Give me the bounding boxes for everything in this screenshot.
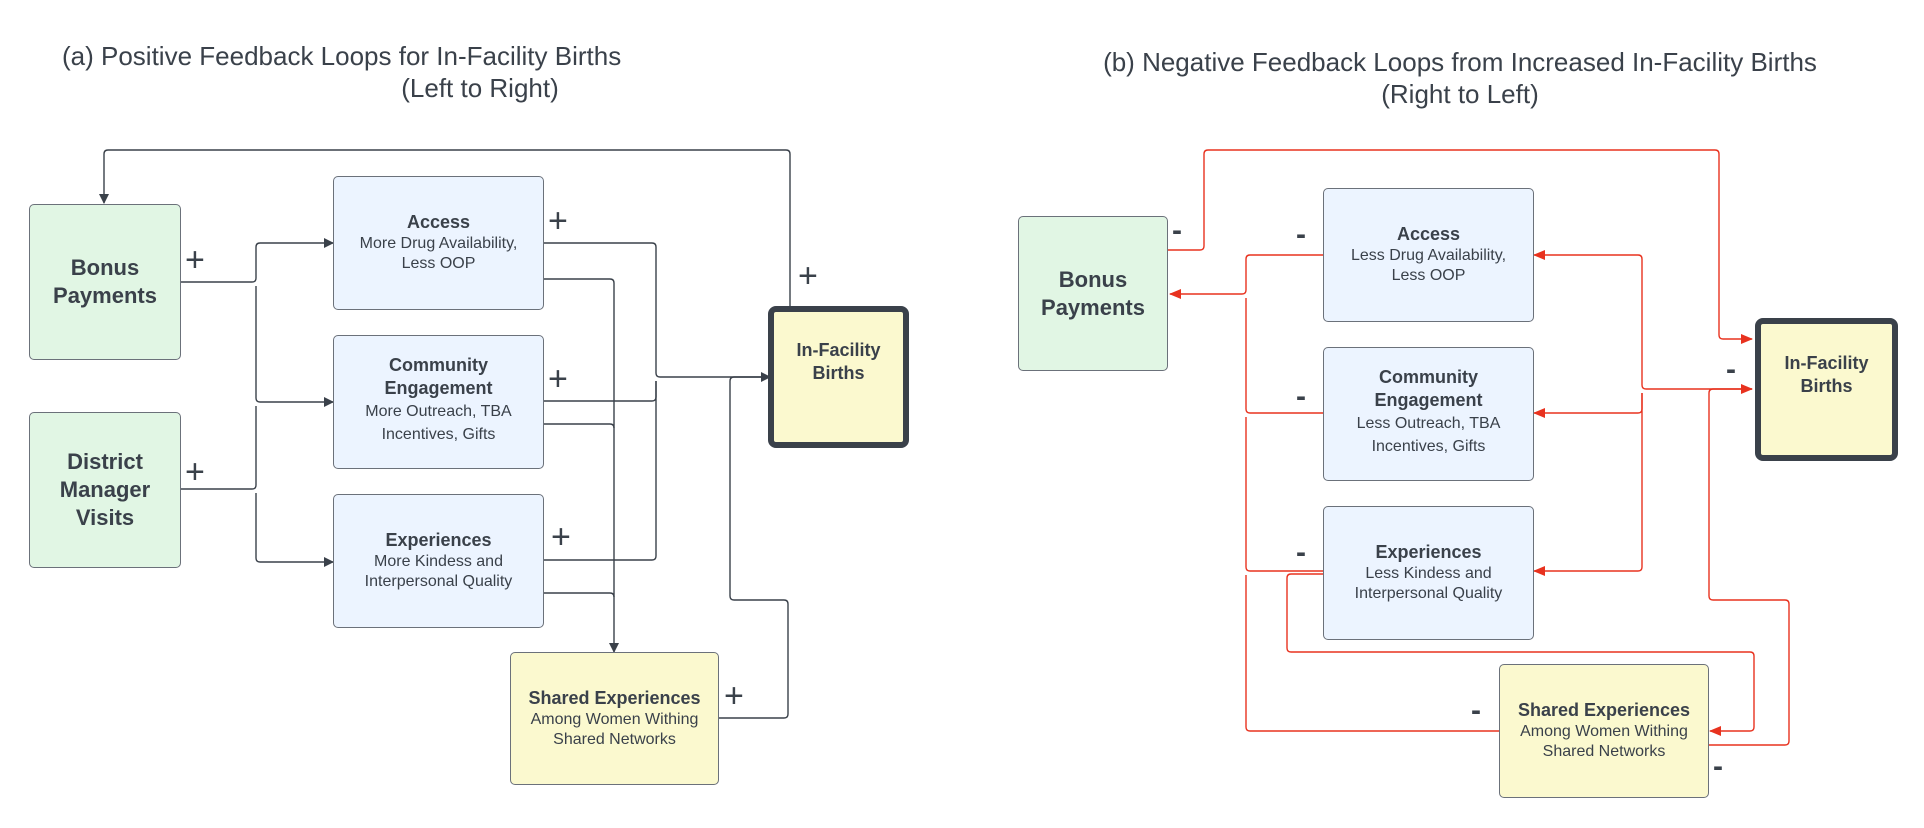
panel-b-title-line2: (Right to Left) [1381, 79, 1539, 109]
node-label: Visits [75, 505, 135, 530]
node-subtitle: More Kindess and [374, 553, 503, 570]
sign-plus: + [551, 518, 571, 556]
sign-minus: - [1471, 694, 1481, 727]
edge-bonus-to-mid [181, 238, 334, 283]
node-label: District [67, 449, 143, 474]
node-district-manager-visits: District Manager Visits [29, 412, 181, 568]
edge-experiences-to-shared [1286, 573, 1755, 736]
node-subtitle: Shared Networks [553, 731, 676, 748]
node-in-facility-births-b: In-Facility Births [1755, 318, 1898, 461]
node-in-facility-births-a: In-Facility Births [768, 306, 909, 448]
edge-experiences-to-shared [544, 592, 615, 598]
sign-minus: - [1172, 214, 1182, 247]
node-subtitle: More Outreach, TBA [365, 403, 512, 420]
sign-plus: + [724, 677, 744, 715]
edge-access-to-shared [544, 278, 619, 653]
edge-access-to-bonus [1169, 254, 1323, 299]
sign-minus: - [1296, 536, 1306, 569]
node-title: Engagement [1374, 390, 1483, 410]
node-title: Access [1396, 224, 1461, 244]
edge-bonus-to-community [255, 286, 334, 407]
sign-plus: + [798, 257, 818, 295]
node-title: Shared Experiences [528, 688, 701, 708]
node-title: Experiences [385, 530, 492, 550]
node-subtitle: Incentives, Gifts [381, 426, 496, 443]
panel-a-title: (a) Positive Feedback Loops for In-Facil… [40, 40, 840, 104]
panel-b-title: (b) Negative Feedback Loops from Increas… [1060, 46, 1860, 110]
panel-b-edges [1168, 149, 1790, 746]
sign-plus: + [185, 453, 205, 491]
edge-shared-to-bonus [1245, 575, 1500, 732]
node-subtitle: Interpersonal Quality [364, 573, 513, 590]
edge-community-to-bonus [1245, 298, 1323, 414]
node-label: Bonus [70, 255, 140, 280]
node-community-engagement-a: Community Engagement More Outreach, TBA … [333, 335, 544, 469]
node-shared-experiences-a: Shared Experiences Among Women Withing S… [510, 652, 719, 785]
node-bonus-payments-a: Bonus Payments [29, 204, 181, 360]
edge-district-to-mid [181, 406, 257, 490]
node-title: Births [812, 363, 865, 383]
node-label: Payments [1041, 294, 1145, 320]
sign-minus: - [1713, 750, 1723, 783]
sign-minus: - [1296, 380, 1306, 413]
node-title: Experiences [1375, 542, 1482, 562]
node-subtitle: Shared Networks [1542, 743, 1666, 760]
edge-facility-to-bonus [99, 149, 791, 307]
node-title: Shared Experiences [1517, 700, 1691, 720]
node-subtitle: Less Drug Availability, [1350, 247, 1507, 264]
node-shared-experiences-b: Shared Experiences Among Women Withing S… [1499, 664, 1709, 798]
node-title: In-Facility [796, 340, 881, 360]
node-subtitle: Interpersonal Quality [1354, 585, 1503, 602]
node-label: Payments [53, 283, 157, 308]
edge-access-to-facility [544, 242, 771, 382]
node-title: Community [389, 355, 488, 375]
node-access-b: Access Less Drug Availability, Less OOP [1323, 188, 1534, 322]
node-subtitle: Less Kindess and [1365, 565, 1492, 582]
edge-shared-to-facility [1708, 384, 1790, 746]
edge-facility-to-access [1533, 250, 1752, 390]
node-title: Births [1800, 375, 1853, 396]
panel-a-title-line1: (a) Positive Feedback Loops for In-Facil… [62, 41, 622, 71]
panel-a-edges [99, 149, 791, 719]
sign-plus: + [548, 360, 568, 398]
edge-district-to-experiences [255, 493, 334, 567]
edge-experiences-to-facility [544, 381, 657, 561]
node-subtitle: Less Outreach, TBA [1356, 415, 1501, 432]
sign-minus: - [1726, 353, 1736, 386]
node-experiences-a: Experiences More Kindess and Interperson… [333, 494, 544, 628]
edge-facility-to-experiences [1533, 393, 1643, 576]
edge-community-to-shared [544, 423, 615, 429]
node-access-a: Access More Drug Availability, Less OOP [333, 176, 544, 310]
node-subtitle: More Drug Availability, [359, 235, 518, 252]
node-label: Bonus [1058, 266, 1128, 292]
node-title: Access [406, 212, 471, 232]
node-title: Community [1379, 367, 1478, 387]
node-title: Engagement [384, 378, 493, 398]
sign-minus: - [1296, 218, 1306, 251]
node-label: Manager [59, 477, 151, 502]
node-title: In-Facility [1784, 352, 1869, 373]
node-subtitle: Among Women Withing [530, 711, 699, 728]
edge-shared-to-facility [719, 376, 789, 719]
node-bonus-payments-b: Bonus Payments [1018, 216, 1168, 371]
edge-bonus-to-facility [1168, 149, 1753, 344]
sign-plus: + [185, 241, 205, 279]
node-subtitle: Among Women Withing [1520, 723, 1688, 740]
node-community-engagement-b: Community Engagement Less Outreach, TBA … [1323, 347, 1534, 481]
edge-experiences-to-bonus [1245, 417, 1323, 572]
node-experiences-b: Experiences Less Kindess and Interperson… [1323, 506, 1534, 640]
node-subtitle: Less OOP [401, 255, 476, 272]
edge-facility-to-community [1533, 393, 1643, 418]
sign-plus: + [548, 202, 568, 240]
panel-a-title-line2: (Left to Right) [401, 73, 559, 103]
node-subtitle: Incentives, Gifts [1371, 438, 1486, 455]
panel-b-title-line1: (b) Negative Feedback Loops from Increas… [1103, 47, 1817, 77]
node-subtitle: Less OOP [1391, 267, 1466, 284]
